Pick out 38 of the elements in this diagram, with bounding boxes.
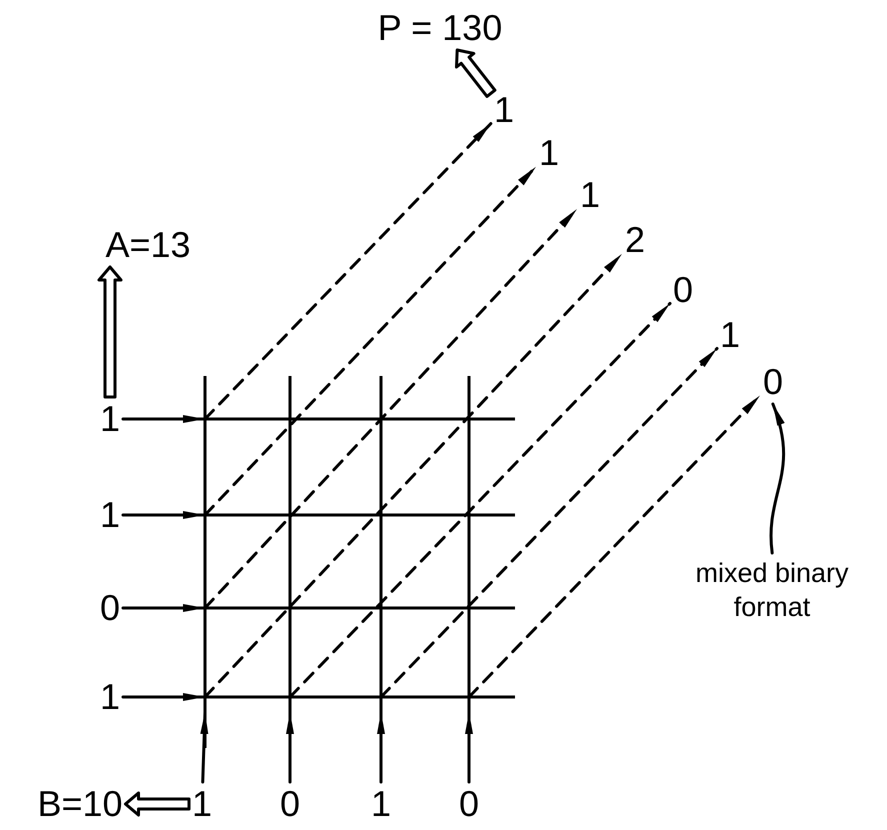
dashed-arrow (288, 302, 672, 698)
arrow (465, 710, 473, 784)
bit-label: 1 (720, 316, 740, 354)
bit-label: 0 (458, 785, 480, 823)
bit-label: 1 (100, 496, 120, 534)
dashed-arrow (468, 394, 762, 698)
bit-label: 2 (624, 221, 646, 259)
bit-label: 0 (762, 363, 784, 401)
bit-label: 0 (100, 589, 120, 627)
arrow (122, 604, 206, 612)
dashed-arrow (204, 252, 624, 698)
bit-label: 0 (280, 785, 300, 823)
arrow (200, 710, 208, 784)
hollow-arrow (455, 48, 496, 98)
bit-label: 1 (538, 134, 560, 172)
operand-label: A=13 (105, 226, 191, 264)
hollow-arrow (98, 266, 122, 398)
bit-label: 1 (100, 400, 120, 438)
arrow (122, 511, 206, 519)
bit-label: 1 (192, 785, 212, 823)
bit-label: 1 (494, 91, 514, 129)
product-label: P = 130 (378, 9, 502, 47)
bit-label: 1 (580, 176, 600, 214)
hollow-arrow (124, 792, 190, 816)
arrow (122, 693, 206, 701)
bit-label: 1 (100, 678, 120, 716)
bit-label: 0 (672, 271, 694, 309)
arrow (377, 710, 385, 784)
dashed-arrow (204, 207, 578, 610)
note-text: mixed binary format (657, 556, 887, 624)
bit-label: 1 (370, 785, 392, 823)
dashed-arrow (204, 122, 492, 420)
operand-label: B=10 (37, 785, 123, 823)
dashed-arrow (204, 165, 538, 516)
dashed-arrow (380, 347, 718, 698)
leader-line (770, 402, 785, 554)
arrow (286, 710, 294, 784)
arrow (122, 415, 206, 423)
